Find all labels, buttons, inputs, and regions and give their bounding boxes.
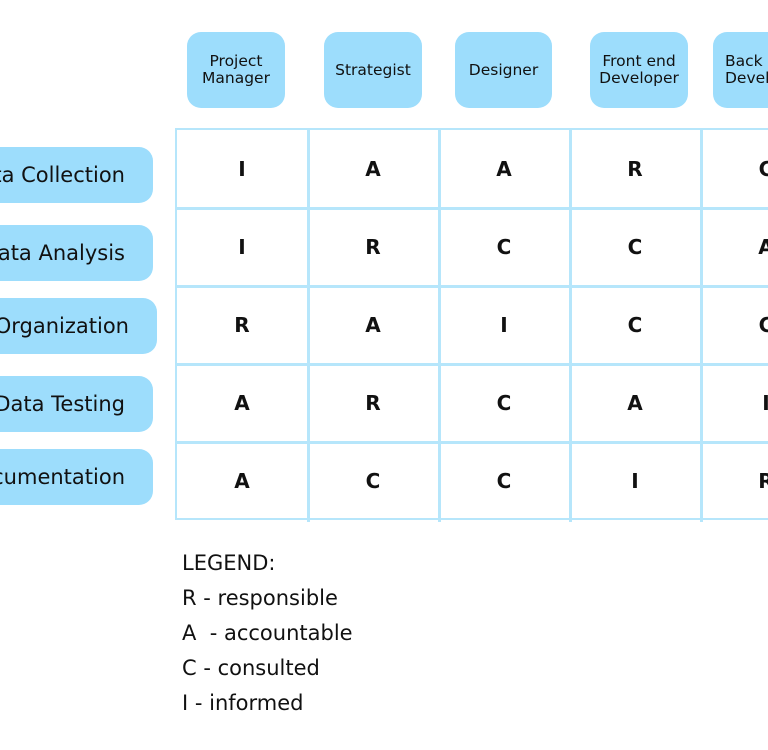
- matrix-cell: A: [365, 312, 381, 337]
- matrix-cell: C: [627, 234, 643, 259]
- grid-line: [177, 441, 768, 444]
- matrix-cell: I: [238, 234, 246, 259]
- matrix-cell: C: [365, 468, 381, 493]
- grid-line: [438, 130, 441, 522]
- grid-line: [569, 130, 572, 522]
- matrix-cell: I: [500, 312, 508, 337]
- legend-item-consulted: C - consulted: [182, 656, 320, 680]
- grid-line: [177, 285, 768, 288]
- matrix-cell: C: [496, 234, 512, 259]
- legend-item-informed: I - informed: [182, 691, 304, 715]
- matrix-cell: I: [238, 156, 246, 181]
- matrix-cell: I: [631, 468, 639, 493]
- row-header-data-analysis: Data Analysis: [0, 225, 153, 281]
- matrix-cell: C: [496, 468, 512, 493]
- grid-line: [700, 130, 703, 522]
- legend-item-responsible: R - responsible: [182, 586, 338, 610]
- legend-title: LEGEND:: [182, 551, 276, 575]
- row-header-data-collection: Data Collection: [0, 147, 153, 203]
- matrix-cell: R: [758, 468, 768, 493]
- matrix-cell: R: [627, 156, 643, 181]
- matrix-cell: C: [758, 156, 768, 181]
- matrix-cell: A: [758, 234, 768, 259]
- matrix-cell: R: [234, 312, 250, 337]
- matrix-cell: A: [496, 156, 512, 181]
- column-header-front-end-developer: Front end Developer: [590, 32, 688, 108]
- row-header-data-organization: Data Organization: [0, 298, 157, 354]
- matrix-cell: C: [627, 312, 643, 337]
- matrix-cell: R: [365, 390, 381, 415]
- matrix-cell: A: [234, 390, 250, 415]
- row-header-documentation: Documentation: [0, 449, 153, 505]
- raci-matrix: I A A R C I R C C A R A I C C A R C A I A C C I R: [175, 128, 768, 522]
- grid-line: [177, 363, 768, 366]
- column-header-designer: Designer: [455, 32, 552, 108]
- matrix-cell: A: [365, 156, 381, 181]
- row-header-data-testing: Data Testing: [0, 376, 153, 432]
- legend: LEGEND: R - responsible A - accountable …: [182, 546, 353, 721]
- column-header-project-manager: Project Manager: [187, 32, 285, 108]
- matrix-cell: A: [627, 390, 643, 415]
- column-header-back-end-developer: Back end Developer: [713, 32, 768, 108]
- matrix-cell: I: [762, 390, 768, 415]
- matrix-cell: C: [758, 312, 768, 337]
- matrix-cell: A: [234, 468, 250, 493]
- grid-line: [177, 207, 768, 210]
- matrix-cell: R: [365, 234, 381, 259]
- column-header-strategist: Strategist: [324, 32, 422, 108]
- matrix-cell: C: [496, 390, 512, 415]
- grid-line: [307, 130, 310, 522]
- legend-item-accountable: A - accountable: [182, 621, 353, 645]
